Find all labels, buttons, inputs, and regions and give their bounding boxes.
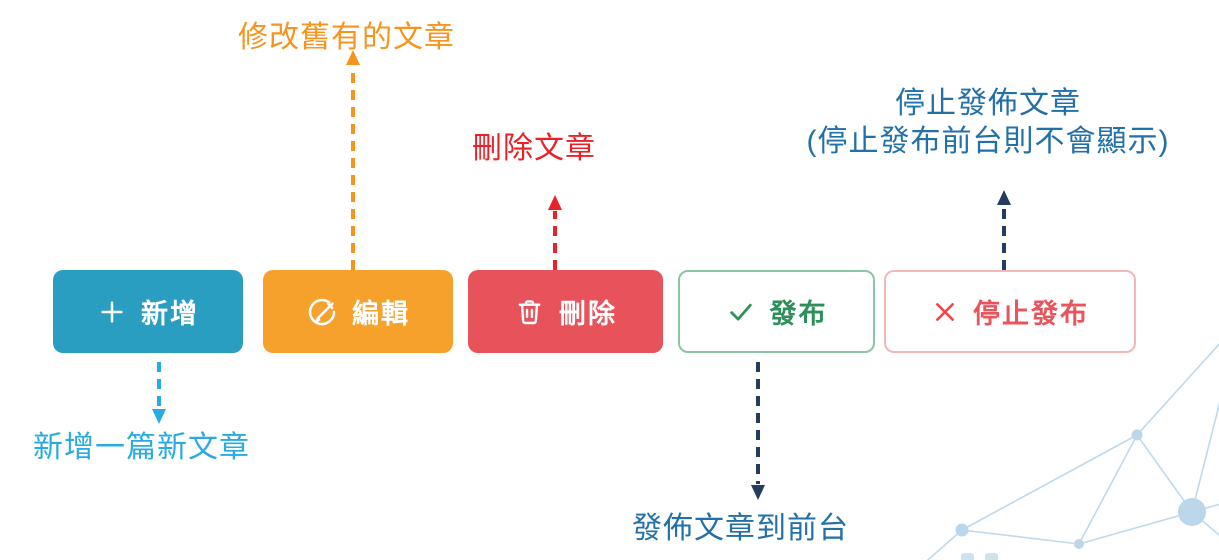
add-button-label: 新增	[141, 299, 199, 329]
stop-publish-button[interactable]: 停止發布	[884, 270, 1136, 353]
edit-annotation: 修改舊有的文章	[238, 21, 455, 54]
edit-arrow-up	[346, 50, 360, 270]
stop-publish-annotation-line1: 停止發佈文章	[895, 87, 1081, 120]
check-icon	[726, 297, 756, 327]
delete-annotation: 刪除文章	[472, 132, 596, 165]
add-arrow-down	[152, 362, 166, 424]
delete-arrow-up	[548, 195, 562, 270]
delete-button[interactable]: 刪除	[468, 270, 663, 353]
add-button[interactable]: 新增	[53, 270, 243, 353]
add-annotation: 新增一篇新文章	[33, 431, 250, 464]
publish-button-label: 發布	[769, 299, 828, 329]
pencil-circle-icon	[306, 296, 338, 328]
publish-button[interactable]: 發布	[678, 270, 875, 353]
stop-publish-annotation: 停止發佈文章 (停止發布前台則不會顯示)	[778, 85, 1198, 161]
stop-publish-arrow-up	[997, 190, 1011, 270]
edit-button-label: 編輯	[352, 299, 410, 329]
plus-icon	[97, 297, 127, 327]
delete-button-label: 刪除	[559, 299, 617, 329]
network-decoration	[926, 343, 1219, 560]
x-icon	[931, 298, 959, 326]
publish-arrow-down	[751, 362, 765, 500]
stop-publish-button-label: 停止發布	[973, 299, 1089, 329]
trash-icon	[514, 296, 545, 327]
stop-publish-annotation-line2: (停止發布前台則不會顯示)	[806, 125, 1170, 158]
publish-annotation: 發佈文章到前台	[632, 512, 849, 545]
edit-button[interactable]: 編輯	[263, 270, 453, 353]
